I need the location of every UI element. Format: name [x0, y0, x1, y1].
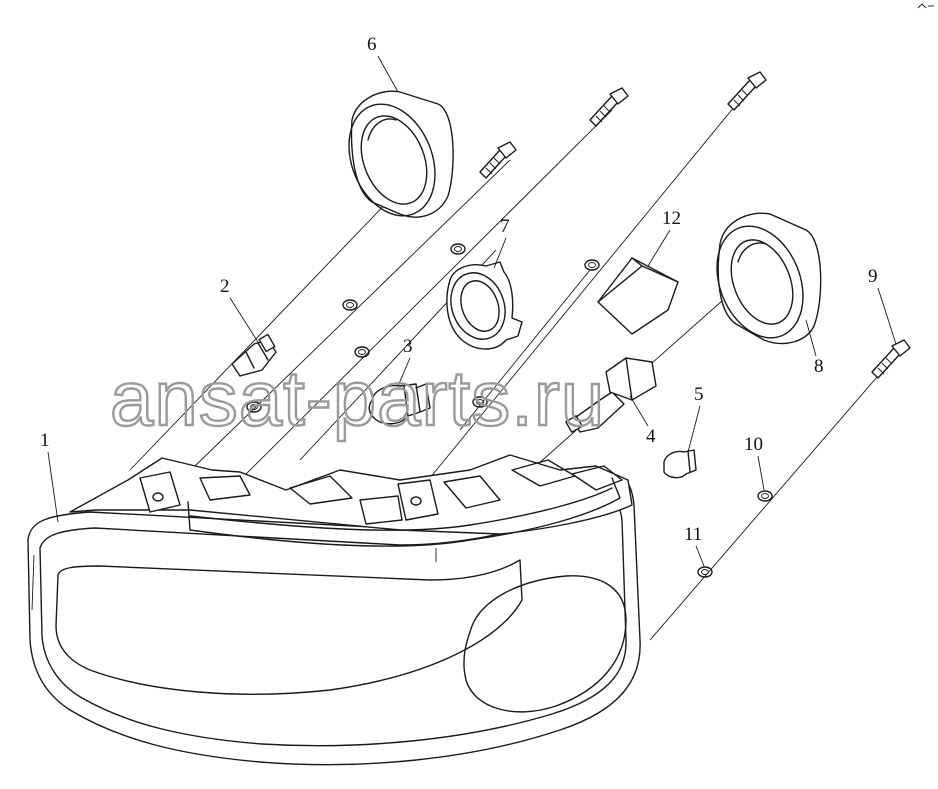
bulb-2: [231, 333, 277, 377]
callout-2: 2: [220, 276, 230, 297]
callout-12: 12: [662, 208, 681, 229]
corner-mark: [917, 3, 934, 9]
callout-6: 6: [367, 34, 377, 55]
assembly-leader-lines: [129, 89, 897, 641]
module-12: [597, 257, 679, 335]
callout-3: 3: [403, 336, 413, 357]
callout-9: 9: [868, 266, 878, 287]
bulb-4: [565, 357, 657, 433]
bulb-3: [368, 383, 431, 425]
screw-9: [871, 339, 911, 379]
callout-5: 5: [694, 384, 704, 405]
callout-labels: 1 2 3 4 5 6 7 8 9 10 11 12: [40, 34, 897, 567]
callout-11: 11: [684, 524, 702, 545]
callout-1: 1: [40, 430, 50, 451]
callout-10: 10: [744, 434, 763, 455]
callout-7: 7: [500, 216, 510, 237]
retaining-ring-6: [348, 90, 454, 218]
retaining-ring-8: [716, 212, 822, 345]
bulb-5: [663, 449, 697, 479]
screw-left: [479, 141, 517, 179]
callout-8: 8: [814, 356, 824, 377]
callout-4: 4: [646, 426, 656, 447]
washers: [246, 243, 773, 578]
screw-middle: [589, 87, 629, 127]
bulb-adapter-7: [446, 261, 523, 350]
watermark-text: ansat-parts.ru: [110, 354, 605, 442]
screw-right: [727, 71, 767, 111]
headlamp-housing: [27, 454, 641, 766]
